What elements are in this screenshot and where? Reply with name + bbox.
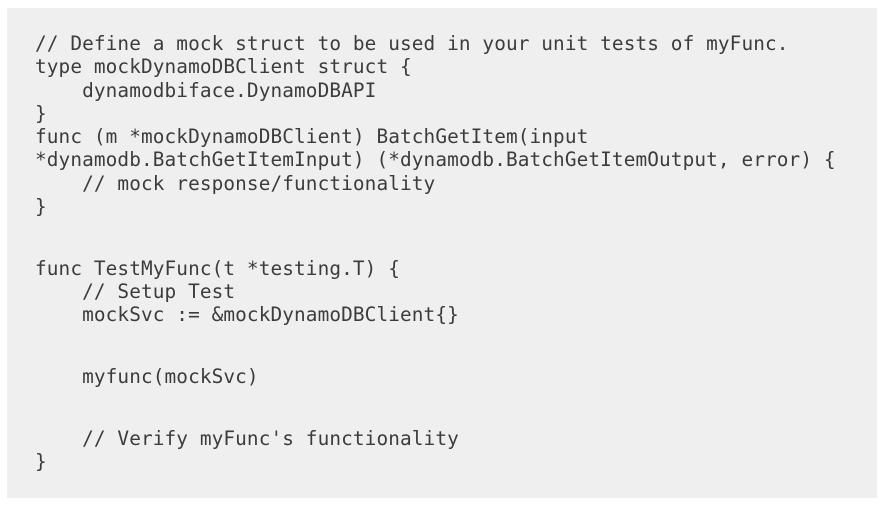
code-line: // Verify myFunc's functionality [35,426,459,450]
code-line: type mockDynamoDBClient struct { [35,55,412,79]
code-line-blank [35,218,861,237]
code-line: *dynamodb.BatchGetItemInput) (*dynamodb.… [35,148,836,172]
code-line: func TestMyFunc(t *testing.T) { [35,256,400,280]
code-line: func (m *mockDynamoDBClient) BatchGetIte… [35,125,589,149]
code-line: } [35,449,47,473]
code-line: mockSvc := &mockDynamoDBClient{} [35,303,459,327]
code-line: myfunc(mockSvc) [35,365,259,389]
code-block: // Define a mock struct to be used in yo… [7,8,877,498]
code-line: // Define a mock struct to be used in yo… [35,32,789,55]
code-line: dynamodbiface.DynamoDBAPI [35,78,377,102]
code-line: } [35,195,47,219]
code-line: // Setup Test [35,280,236,304]
code-line: // mock response/functionality [35,171,436,195]
code-line-blank [35,346,861,365]
code-line: } [35,101,47,125]
code-line-blank [35,388,861,407]
code-line-blank [35,238,861,257]
code-line-blank [35,408,861,427]
code-line-blank [35,327,861,346]
